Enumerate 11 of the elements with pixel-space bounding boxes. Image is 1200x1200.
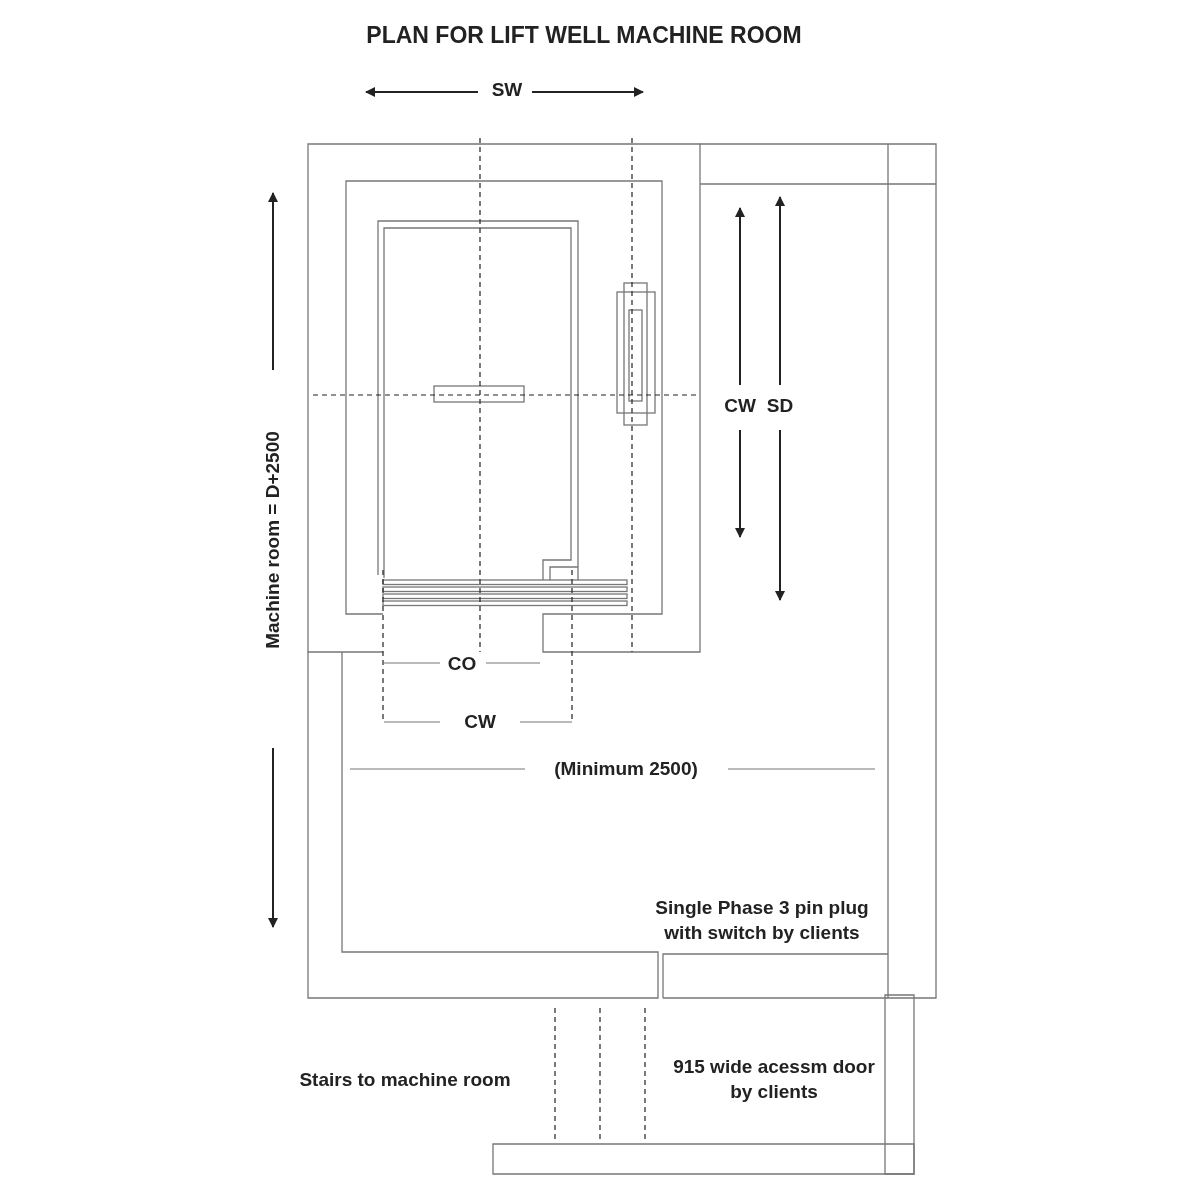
note-text: Single Phase 3 pin plug with switch by clients	[654, 896, 870, 945]
dimension-label: Machine room = D+2500	[260, 431, 284, 649]
dimension-label: CW	[724, 393, 756, 418]
note-text: Stairs to machine room	[299, 1067, 511, 1092]
dimension-label: (Minimum 2500)	[554, 756, 698, 781]
dimension-label: SW	[491, 77, 523, 102]
dimension-label: CO	[447, 651, 477, 676]
title-text: PLAN FOR LIFT WELL MACHINE ROOM	[366, 21, 802, 51]
dimension-label: CW	[464, 709, 496, 734]
note-text: 915 wide acessm door by clients	[672, 1055, 876, 1104]
dimension-label: SD	[766, 393, 794, 418]
